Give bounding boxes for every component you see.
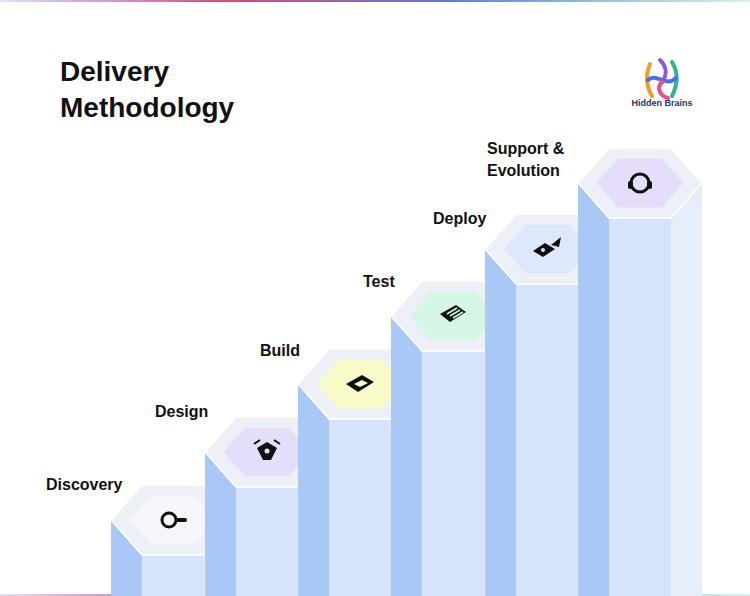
step-label: Discovery <box>46 474 136 496</box>
icon-part <box>631 174 649 192</box>
pillar-face <box>422 351 484 596</box>
step-icon <box>254 440 280 460</box>
logo-text: Hidden Brains <box>622 98 702 109</box>
step-label: Support & Evolution <box>487 138 582 182</box>
pillar-face <box>578 183 609 596</box>
icon-part <box>176 518 187 522</box>
top-rule <box>0 0 750 2</box>
pillar-shape <box>576 138 704 596</box>
hex-inner <box>130 496 217 545</box>
step-icon <box>533 237 561 257</box>
pillar-face <box>516 284 578 596</box>
step-icon <box>440 305 466 322</box>
logo-mark <box>647 60 676 98</box>
step-pillar: Support & Evolution <box>487 138 704 596</box>
icon-part <box>346 375 374 392</box>
diagram-title: Delivery Methodology <box>60 54 280 126</box>
pillar-face <box>236 487 298 596</box>
pillar-face <box>609 218 671 596</box>
step-icon <box>628 174 652 192</box>
icon-part <box>628 181 633 189</box>
hex-top <box>578 148 702 218</box>
icon-part <box>254 440 280 444</box>
hex-inner <box>410 292 497 341</box>
pillar-face <box>391 316 422 596</box>
icon-part <box>551 237 561 247</box>
pillar-face <box>142 555 204 596</box>
icon-part <box>162 513 176 527</box>
icon-part <box>257 442 277 460</box>
step-icon <box>346 375 374 392</box>
step-label: Deploy <box>433 208 513 230</box>
step-label: Test <box>363 271 423 293</box>
icon-part <box>541 248 545 252</box>
pillar-face <box>671 183 702 596</box>
icon-part <box>440 305 466 322</box>
pillar-face <box>329 419 391 596</box>
hex-inner <box>504 225 591 274</box>
hex-inner <box>224 428 311 477</box>
icon-part <box>354 380 368 387</box>
hex-inner <box>597 159 684 208</box>
icon-part <box>647 181 652 189</box>
step-label: Design <box>155 401 235 423</box>
pillar-face <box>298 384 329 596</box>
hex-inner <box>317 360 404 409</box>
step-icon <box>162 513 187 527</box>
pillar-face <box>485 249 516 596</box>
icon-part <box>447 308 463 318</box>
step-label: Build <box>260 340 330 362</box>
icon-part <box>265 449 270 454</box>
